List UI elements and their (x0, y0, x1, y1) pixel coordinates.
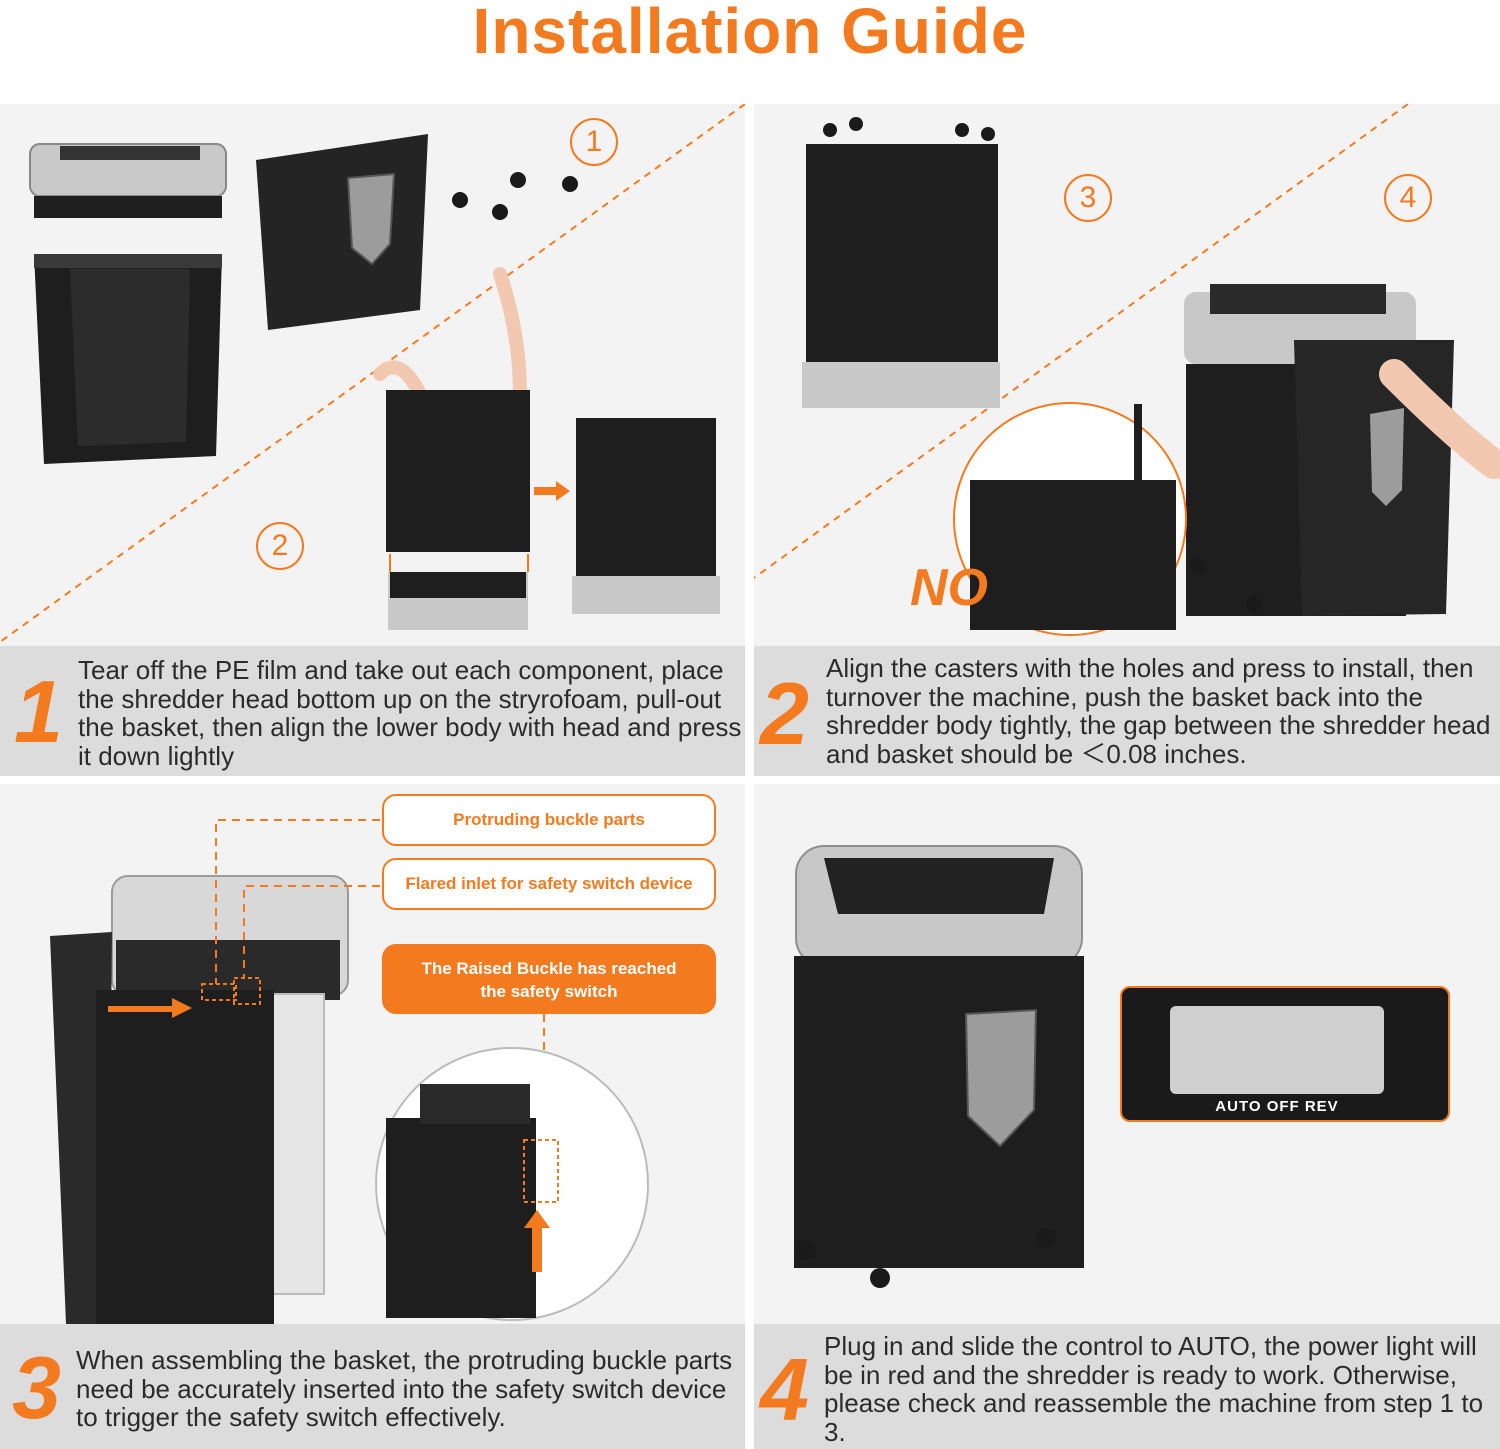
step3-caption: 3 When assembling the basket, the protru… (0, 1324, 745, 1449)
step-marker-3: 3 (1064, 174, 1112, 222)
switch-mode-label: AUTO OFF REV (1215, 1098, 1339, 1115)
shredder-head-image (29, 143, 227, 218)
callout-raised-buckle: The Raised Buckle has reached the safety… (382, 944, 716, 1014)
basket-image (256, 134, 428, 330)
step3-text: When assembling the basket, the protrudi… (76, 1345, 733, 1432)
control-switch-closeup: AUTO OFF REV (1120, 986, 1450, 1122)
step2-number: 2 (760, 664, 809, 763)
callout-flared-inlet: Flared inlet for safety switch device (382, 858, 716, 910)
step2-illustration-panel: 3 4 NO (754, 104, 1500, 646)
upside-down-unit-image (802, 117, 1000, 408)
step3-illustration-panel: Protruding buckle parts Flared inlet for… (0, 784, 745, 1324)
step4-number: 4 (760, 1340, 809, 1439)
step1-illustration (0, 104, 745, 643)
switch-detail-circle (375, 1047, 649, 1321)
leader-lines (215, 819, 545, 1058)
gap-detail-circle (953, 402, 1187, 636)
step2-caption: 2 Align the casters with the holes and p… (754, 646, 1500, 776)
finished-shredder-image (1184, 284, 1500, 616)
step1-number: 1 (14, 662, 63, 761)
casters-image (452, 172, 578, 220)
step-marker-2: 2 (256, 522, 304, 570)
diagonal-divider (754, 104, 1409, 579)
callout-protruding-buckle: Protruding buckle parts (382, 794, 716, 846)
step4-illustration (794, 845, 1084, 1288)
step2-illustration (754, 104, 1500, 636)
step-marker-1: 1 (570, 118, 618, 166)
step4-illustration-panel: AUTO OFF REV (754, 784, 1500, 1324)
diagonal-divider (0, 104, 745, 643)
assembled-unit-image (572, 418, 720, 614)
step-marker-4: 4 (1384, 174, 1432, 222)
step1-text: Tear off the PE film and take out each c… (78, 655, 742, 771)
step1-illustration-panel: 1 2 (0, 104, 745, 646)
step3-number: 3 (12, 1338, 61, 1437)
assembly-image (373, 267, 530, 630)
step4-caption: 4 Plug in and slide the control to AUTO,… (754, 1324, 1500, 1449)
switch-slider (1170, 1006, 1384, 1094)
no-label: NO (910, 559, 988, 617)
step4-text: Plug in and slide the control to AUTO, t… (824, 1331, 1484, 1447)
lower-body-image (34, 254, 222, 464)
page-title: Installation Guide (472, 0, 1028, 67)
step3-illustration (50, 819, 649, 1324)
arrow-right-icon (534, 481, 570, 501)
basket-assembly-image (50, 875, 349, 1324)
shredder-final-image (794, 845, 1084, 1288)
step1-caption: 1 Tear off the PE film and take out each… (0, 646, 745, 776)
step2-text: Align the casters with the holes and pre… (826, 653, 1491, 769)
